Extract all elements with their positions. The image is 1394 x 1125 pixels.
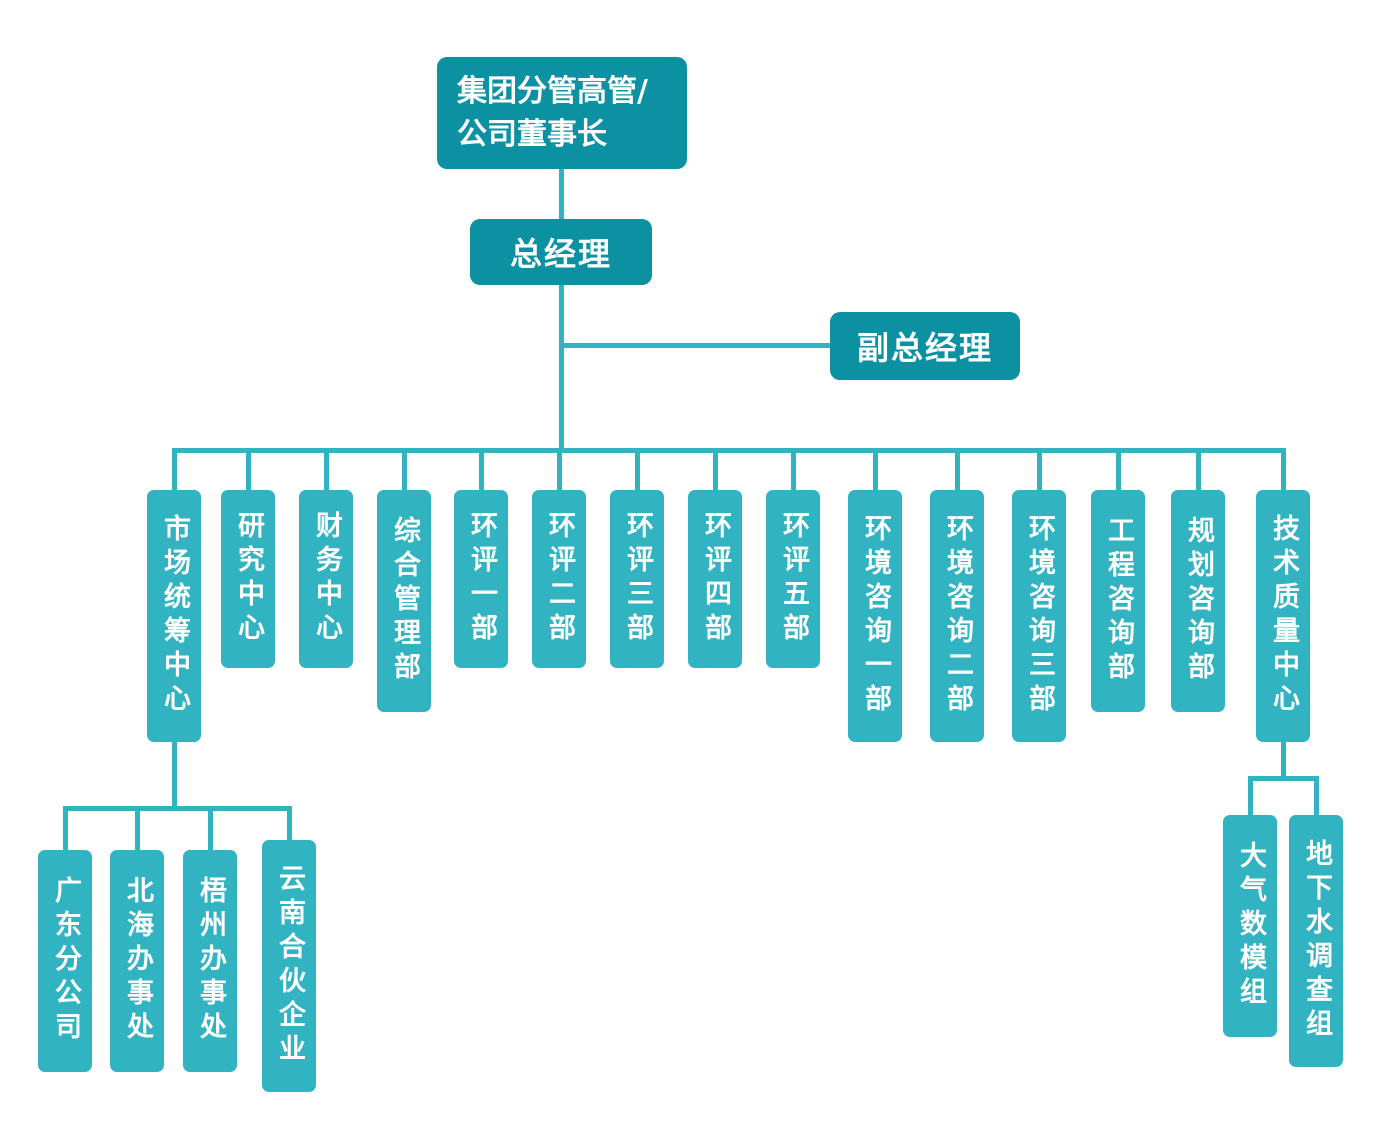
org-node-eia-dept-2: 环评二部	[532, 490, 586, 668]
connector-gm-trunk	[559, 285, 564, 453]
org-node-general-management-dept: 综合管理部	[377, 490, 431, 712]
org-node-eia-dept-4: 环评四部	[688, 490, 742, 668]
org-node-eia-dept-3: 环评三部	[610, 490, 664, 668]
org-node-wuzhou-office: 梧州办事处	[183, 850, 237, 1072]
connector-drop	[402, 448, 407, 494]
connector-drop	[873, 448, 878, 494]
org-node-beihai-office: 北海办事处	[110, 850, 164, 1072]
connector-drop	[1314, 776, 1319, 819]
org-node-market-coordination-center: 市场统筹中心	[147, 490, 201, 742]
org-node-research-center: 研究中心	[221, 490, 275, 668]
connector-drop	[63, 806, 68, 854]
connector-deputy-branch	[559, 343, 835, 348]
org-node-env-consulting-dept-1: 环境咨询一部	[848, 490, 902, 742]
connector-tech-bus	[1248, 776, 1318, 781]
org-node-tech-quality-center: 技术质量中心	[1256, 490, 1310, 742]
connector-drop	[955, 448, 960, 494]
org-node-env-consulting-dept-3: 环境咨询三部	[1012, 490, 1066, 742]
connector-drop	[479, 448, 484, 494]
org-node-finance-center: 财务中心	[299, 490, 353, 668]
connector-market-bus	[63, 806, 291, 811]
connector-drop	[1281, 448, 1286, 494]
connector-drop	[172, 448, 177, 494]
connector-drop	[557, 448, 562, 494]
connector-drop	[1116, 448, 1121, 494]
chairman-label-line2: 公司董事长	[457, 117, 607, 152]
connector-drop	[287, 806, 292, 844]
org-node-env-consulting-dept-2: 环境咨询二部	[930, 490, 984, 742]
org-node-groundwater-survey-group: 地下水调查组	[1289, 815, 1343, 1067]
org-node-chairman: 集团分管高管/ 公司董事长	[437, 57, 687, 169]
connector-drop	[324, 448, 329, 494]
connector-drop	[713, 448, 718, 494]
org-node-atmospheric-modeling-group: 大气数模组	[1223, 815, 1277, 1037]
connector-drop	[1248, 776, 1253, 819]
connector-drop	[246, 448, 251, 494]
connector-drop	[791, 448, 796, 494]
org-node-yunnan-partnership: 云南合伙企业	[262, 840, 316, 1092]
org-node-deputy-general-manager: 副总经理	[830, 312, 1020, 380]
org-node-planning-consulting-dept: 规划咨询部	[1171, 490, 1225, 712]
connector-tech-trunk	[1281, 742, 1286, 780]
chairman-label-line1: 集团分管高管/	[457, 73, 648, 109]
connector-main-bus	[172, 448, 1286, 453]
connector-drop	[635, 448, 640, 494]
org-node-eia-dept-1: 环评一部	[454, 490, 508, 668]
connector-drop	[135, 806, 140, 854]
general-manager-label: 总经理	[509, 235, 612, 273]
connector-root-to-gm	[559, 169, 564, 219]
org-node-eia-dept-5: 环评五部	[766, 490, 820, 668]
org-node-general-manager: 总经理	[470, 219, 652, 285]
deputy-general-manager-label: 副总经理	[856, 329, 993, 367]
org-node-engineering-consulting-dept: 工程咨询部	[1091, 490, 1145, 712]
connector-drop	[208, 806, 213, 854]
org-node-guangdong-branch: 广东分公司	[38, 850, 92, 1072]
connector-market-trunk	[172, 742, 177, 810]
connector-drop	[1037, 448, 1042, 494]
connector-drop	[1196, 448, 1201, 494]
